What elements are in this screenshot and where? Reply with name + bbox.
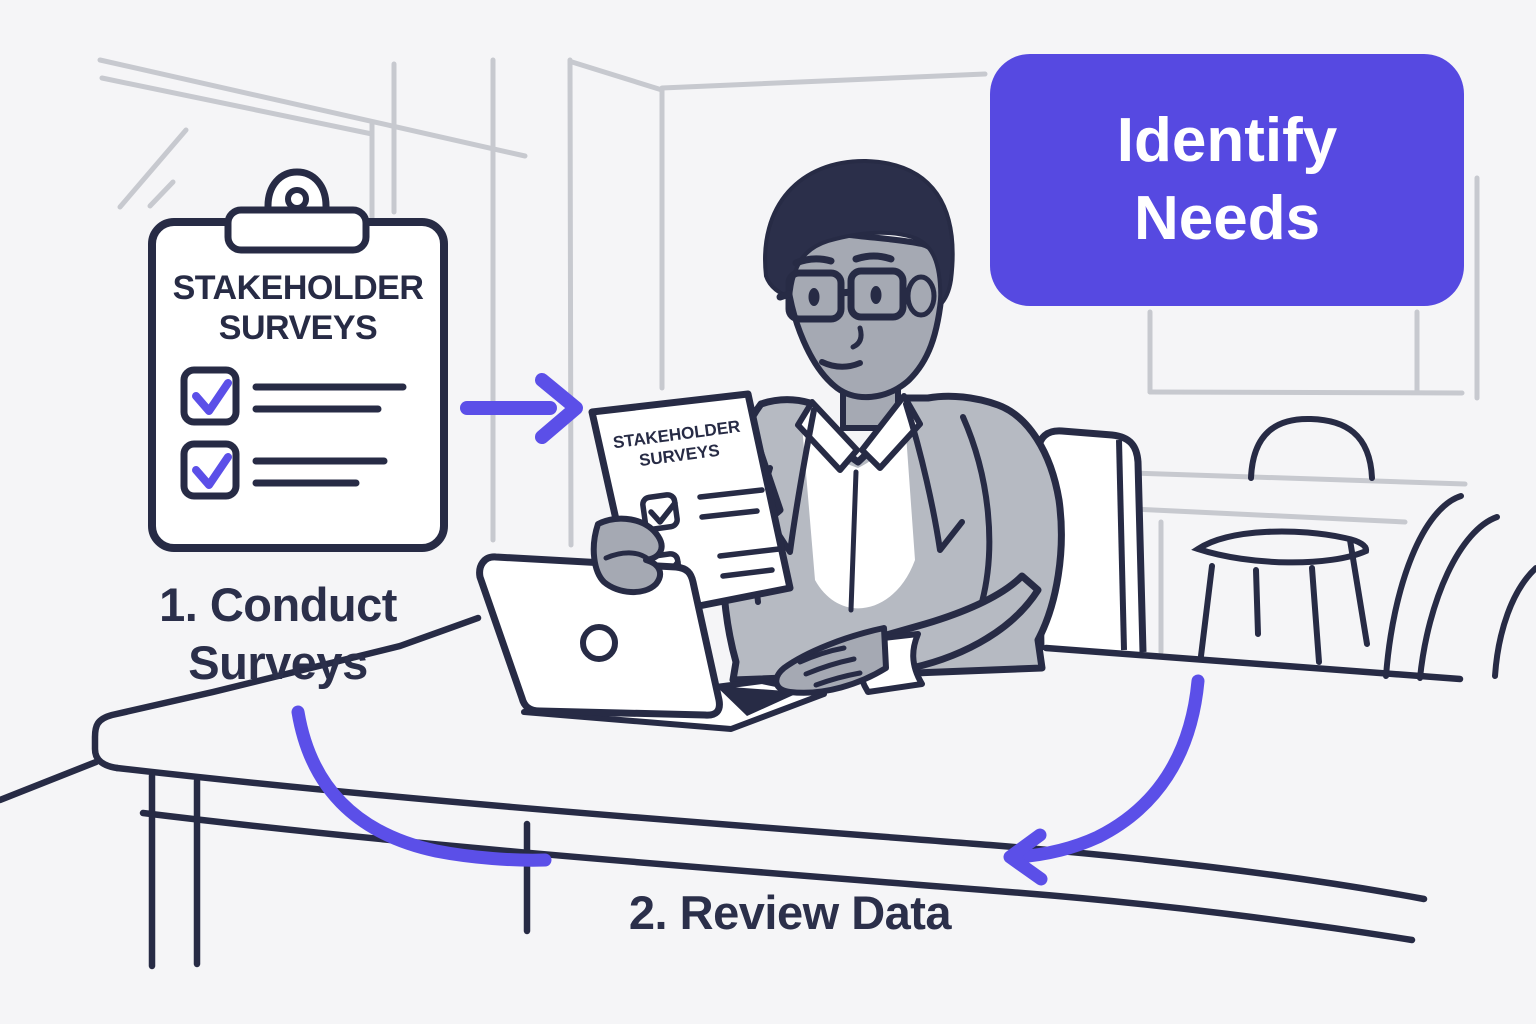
checkbox-2 — [180, 440, 240, 500]
mouth — [819, 359, 863, 370]
right-hand — [773, 625, 889, 696]
checkmark-icon-2 — [192, 453, 232, 489]
laptop-keyboard — [716, 686, 800, 716]
clipboard-title: STAKEHOLDER SURVEYS — [168, 268, 428, 348]
office-background-lines — [97, 57, 1480, 655]
eyebrow-right — [852, 252, 895, 263]
clipboard-title-line1: STAKEHOLDER — [172, 269, 424, 307]
identify-needs-label: Identify Needs — [1116, 106, 1338, 253]
hands — [590, 515, 925, 696]
doc-checkbox-1 — [640, 492, 680, 532]
shirt — [802, 420, 915, 609]
laptop-lid — [476, 553, 723, 719]
curved-arrow-right-icon — [1011, 674, 1205, 864]
background-chairs — [1191, 415, 1536, 681]
chair-back-icon — [1248, 415, 1375, 481]
desk — [0, 614, 1464, 970]
doc-check-1 — [648, 500, 678, 525]
nose — [850, 325, 864, 350]
ear — [905, 274, 937, 318]
clip-hole — [285, 187, 309, 211]
collar-right — [859, 393, 923, 471]
eyebrow-left — [792, 255, 835, 267]
clip-body — [224, 206, 370, 254]
step-label-2: 2. Review Data — [628, 886, 952, 939]
checkbox-1 — [180, 366, 240, 426]
right-chair-icon — [1383, 493, 1464, 679]
stool-seat-icon — [1191, 528, 1370, 566]
laptop — [476, 553, 827, 732]
checkmark-icon-1 — [192, 379, 232, 415]
eye-left — [808, 288, 820, 306]
identify-needs-badge: Identify Needs — [990, 54, 1464, 306]
flow-arrows — [192, 373, 1205, 886]
glasses-icon — [776, 267, 907, 323]
eye-right — [870, 286, 882, 304]
laptop-logo-icon — [580, 624, 618, 662]
step-label-1: 1. Conduct Surveys — [159, 578, 397, 689]
clipboard-title-line2: SURVEYS — [218, 309, 378, 347]
curved-arrow-left-icon — [291, 705, 552, 867]
clipboard-illustration — [148, 168, 448, 552]
